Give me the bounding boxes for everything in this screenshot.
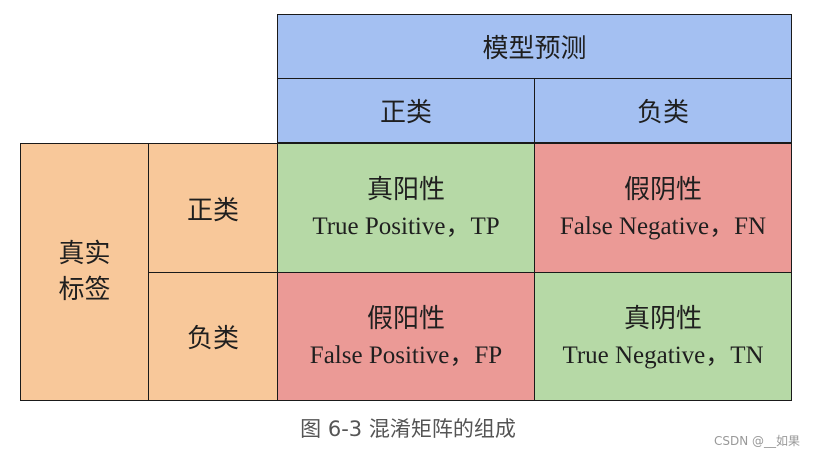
false-negative-english: False Negative，FN xyxy=(559,213,767,240)
true-positive-cell: 真阳性 True Positive，TP xyxy=(277,143,535,273)
false-positive-name: 假阳性 xyxy=(366,303,445,334)
actual-positive-header: 正类 xyxy=(148,143,278,273)
predicted-header-label: 模型预测 xyxy=(482,34,587,64)
false-positive-cell: 假阳性 False Positive，FP xyxy=(277,272,535,401)
watermark: CSDN @__如果 xyxy=(713,434,800,448)
actual-negative-header: 负类 xyxy=(148,272,278,401)
predicted-header: 模型预测 xyxy=(277,14,792,79)
predicted-positive-label: 正类 xyxy=(379,98,432,128)
actual-label-line1: 真实 xyxy=(58,239,111,269)
true-positive-english: True Positive，TP xyxy=(312,213,500,240)
false-positive-english: False Positive，FP xyxy=(309,341,503,369)
actual-negative-label: 负类 xyxy=(186,324,239,354)
false-negative-cell: 假阴性 False Negative，FN xyxy=(534,143,792,273)
false-negative-name: 假阴性 xyxy=(623,175,702,205)
figure-caption: 图 6-3 混淆矩阵的组成 xyxy=(300,417,516,441)
predicted-positive-header: 正类 xyxy=(277,78,535,143)
true-positive-name: 真阳性 xyxy=(366,175,445,205)
predicted-negative-header: 负类 xyxy=(534,78,792,143)
predicted-negative-label: 负类 xyxy=(636,98,689,128)
true-negative-cell: 真阴性 True Negative，TN xyxy=(534,272,792,401)
actual-positive-label: 正类 xyxy=(186,195,239,226)
actual-label-header: 真实 标签 xyxy=(20,143,149,401)
true-negative-english: True Negative，TN xyxy=(562,341,764,369)
true-negative-name: 真阴性 xyxy=(623,303,702,334)
actual-label-line2: 标签 xyxy=(58,275,111,305)
